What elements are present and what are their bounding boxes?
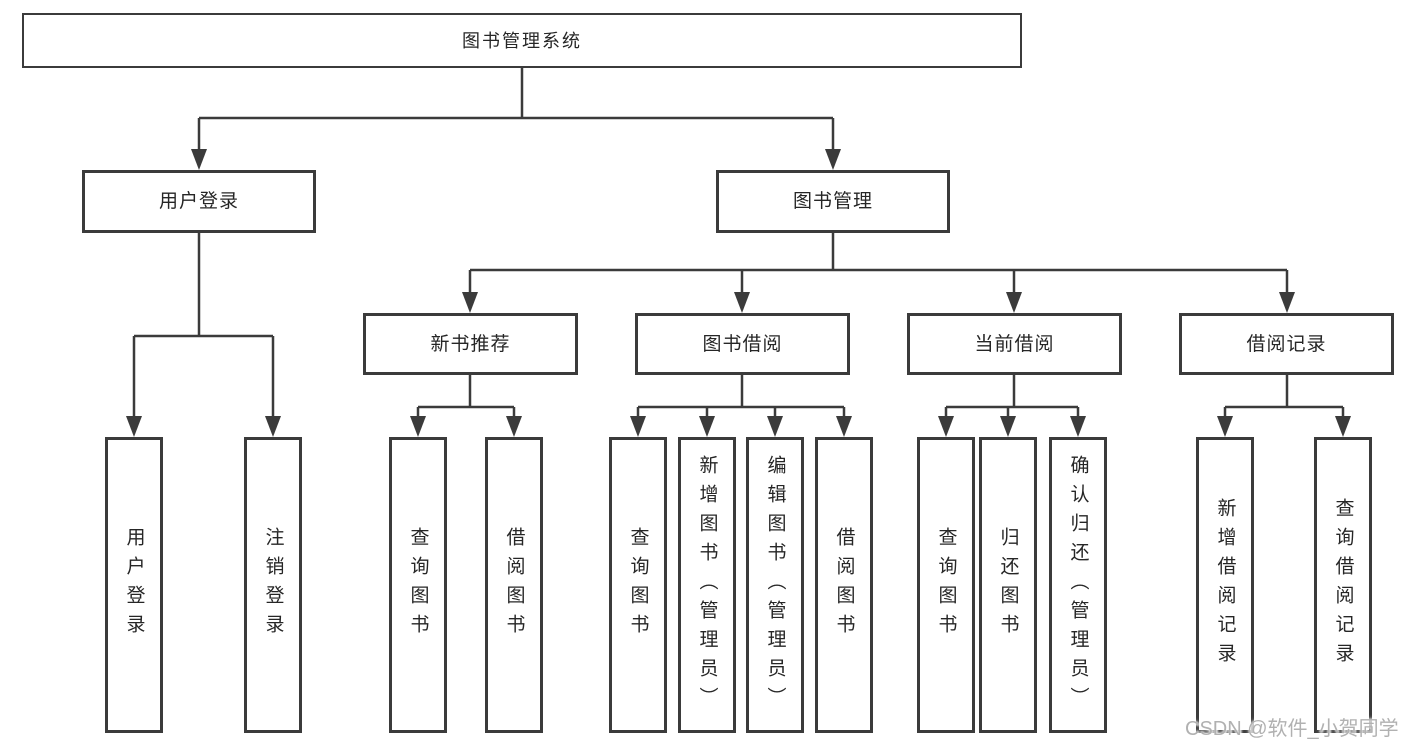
arrowhead bbox=[1335, 416, 1351, 437]
arrowhead bbox=[699, 416, 715, 437]
edges-user-login bbox=[126, 233, 281, 437]
leaf-return-books: 归还图书 bbox=[979, 437, 1037, 733]
node-label: 当前借阅 bbox=[974, 333, 1055, 355]
node-label: 用户登录 bbox=[158, 191, 239, 212]
arrowhead bbox=[836, 416, 852, 437]
leaf-edit-books-admin: 编辑图书（管理员） bbox=[746, 437, 804, 733]
leaf-query-books-recommend: 查询图书 bbox=[389, 437, 447, 733]
node-label: 归还图书 bbox=[997, 527, 1019, 643]
arrowhead bbox=[767, 416, 783, 437]
arrowhead bbox=[938, 416, 954, 437]
leaf-confirm-return-admin: 确认归还（管理员） bbox=[1049, 437, 1107, 733]
leaf-add-borrow-record: 新增借阅记录 bbox=[1196, 437, 1254, 733]
node-label: 编辑图书（管理员） bbox=[764, 454, 786, 716]
node-label: 查询图书 bbox=[627, 527, 649, 643]
node-label: 图书管理系统 bbox=[462, 30, 582, 51]
arrowhead bbox=[1279, 292, 1295, 313]
node-label: 借阅图书 bbox=[833, 527, 855, 643]
arrowhead bbox=[1070, 416, 1086, 437]
edges-book-borrow bbox=[630, 375, 852, 437]
node-borrow-records: 借阅记录 bbox=[1179, 313, 1394, 375]
arrowhead bbox=[734, 292, 750, 313]
arrowhead bbox=[506, 416, 522, 437]
node-label: 图书管理 bbox=[792, 191, 873, 212]
node-root: 图书管理系统 bbox=[22, 13, 1022, 68]
arrowhead bbox=[462, 292, 478, 313]
node-label: 用户登录 bbox=[123, 527, 145, 643]
node-label: 借阅图书 bbox=[503, 527, 525, 643]
node-label: 查询图书 bbox=[935, 527, 957, 643]
leaf-query-borrow-record: 查询借阅记录 bbox=[1314, 437, 1372, 733]
leaf-add-books-admin: 新增图书（管理员） bbox=[678, 437, 736, 733]
node-label: 新增图书（管理员） bbox=[696, 454, 718, 716]
arrowhead bbox=[1006, 292, 1022, 313]
leaf-query-books-borrow: 查询图书 bbox=[609, 437, 667, 733]
arrowhead bbox=[265, 416, 281, 437]
node-label: 确认归还（管理员） bbox=[1067, 454, 1089, 716]
node-current-borrow: 当前借阅 bbox=[907, 313, 1122, 375]
edges-book-management bbox=[462, 233, 1295, 313]
node-label: 注销登录 bbox=[262, 527, 284, 643]
node-user-login: 用户登录 bbox=[82, 170, 316, 233]
arrowhead bbox=[191, 149, 207, 170]
edges-borrow-records bbox=[1217, 375, 1351, 437]
node-label: 图书借阅 bbox=[702, 333, 783, 355]
node-book-borrow: 图书借阅 bbox=[635, 313, 850, 375]
arrowhead bbox=[126, 416, 142, 437]
node-new-book-recommend: 新书推荐 bbox=[363, 313, 578, 375]
node-label: 借阅记录 bbox=[1246, 333, 1327, 355]
arrowhead bbox=[825, 149, 841, 170]
arrowhead bbox=[1217, 416, 1233, 437]
node-book-management: 图书管理 bbox=[716, 170, 950, 233]
node-label: 新增借阅记录 bbox=[1214, 498, 1236, 672]
leaf-query-books-current: 查询图书 bbox=[917, 437, 975, 733]
edges-root bbox=[191, 68, 841, 170]
leaf-borrow-books-recommend: 借阅图书 bbox=[485, 437, 543, 733]
node-label: 新书推荐 bbox=[430, 333, 511, 355]
node-label: 查询图书 bbox=[407, 527, 429, 643]
leaf-logout: 注销登录 bbox=[244, 437, 302, 733]
node-label: 查询借阅记录 bbox=[1332, 498, 1354, 672]
edges-new-book-recommend bbox=[410, 375, 522, 437]
arrowhead bbox=[410, 416, 426, 437]
arrowhead bbox=[1000, 416, 1016, 437]
leaf-borrow-books: 借阅图书 bbox=[815, 437, 873, 733]
leaf-user-login: 用户登录 bbox=[105, 437, 163, 733]
csdn-watermark: CSDN @软件_小贺同学 bbox=[1185, 718, 1399, 740]
edges-current-borrow bbox=[938, 375, 1086, 437]
arrowhead bbox=[630, 416, 646, 437]
